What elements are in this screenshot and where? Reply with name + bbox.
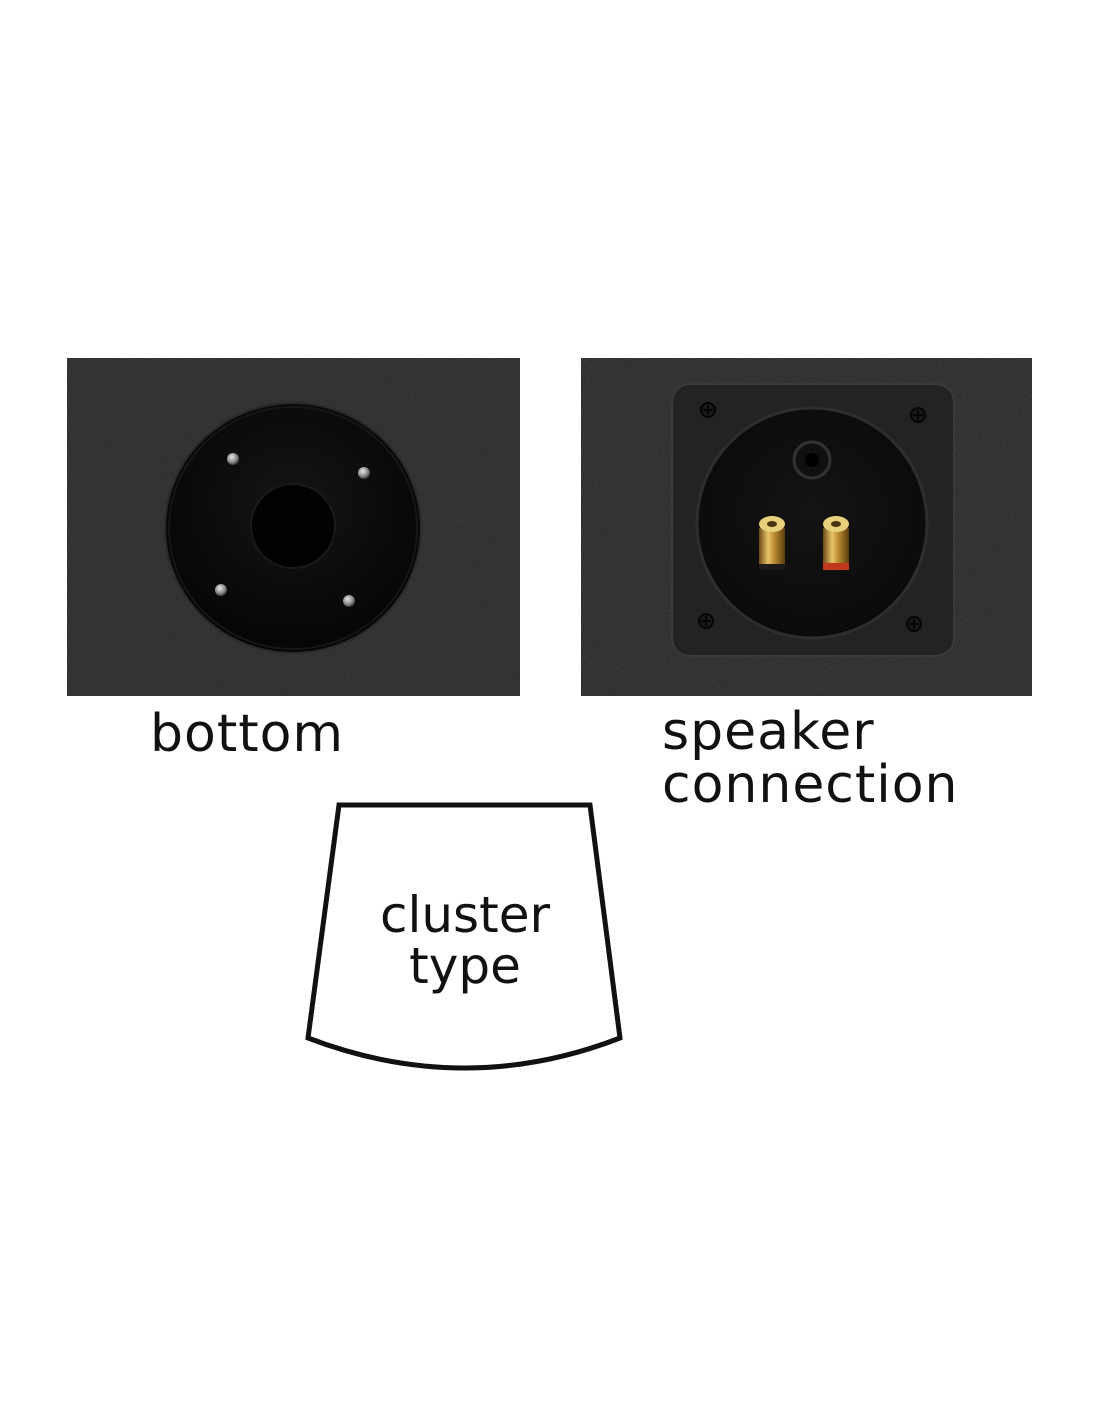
cluster-type-outline [305, 802, 623, 1071]
terminal-cup [695, 406, 929, 640]
plate-screw [910, 407, 926, 423]
plate-screw [700, 402, 716, 418]
caption-speaker-connection-line1: speaker [662, 702, 875, 762]
binding-post-black [759, 516, 785, 570]
cluster-type-label-line2: type [409, 937, 521, 995]
caption-speaker-connection-line2: connection [662, 755, 959, 815]
screw [343, 595, 355, 607]
plate-screw [698, 613, 714, 629]
pole-socket [250, 483, 336, 569]
speaker-connection-photo [581, 358, 1032, 696]
screw [215, 584, 227, 596]
caption-bottom: bottom [150, 704, 345, 764]
cluster-type-label-line1: cluster [379, 886, 551, 944]
binding-post-red [823, 516, 849, 570]
screw [227, 453, 239, 465]
bottom-mount-photo [67, 358, 520, 696]
plate-screw [906, 616, 922, 632]
screw [358, 467, 370, 479]
